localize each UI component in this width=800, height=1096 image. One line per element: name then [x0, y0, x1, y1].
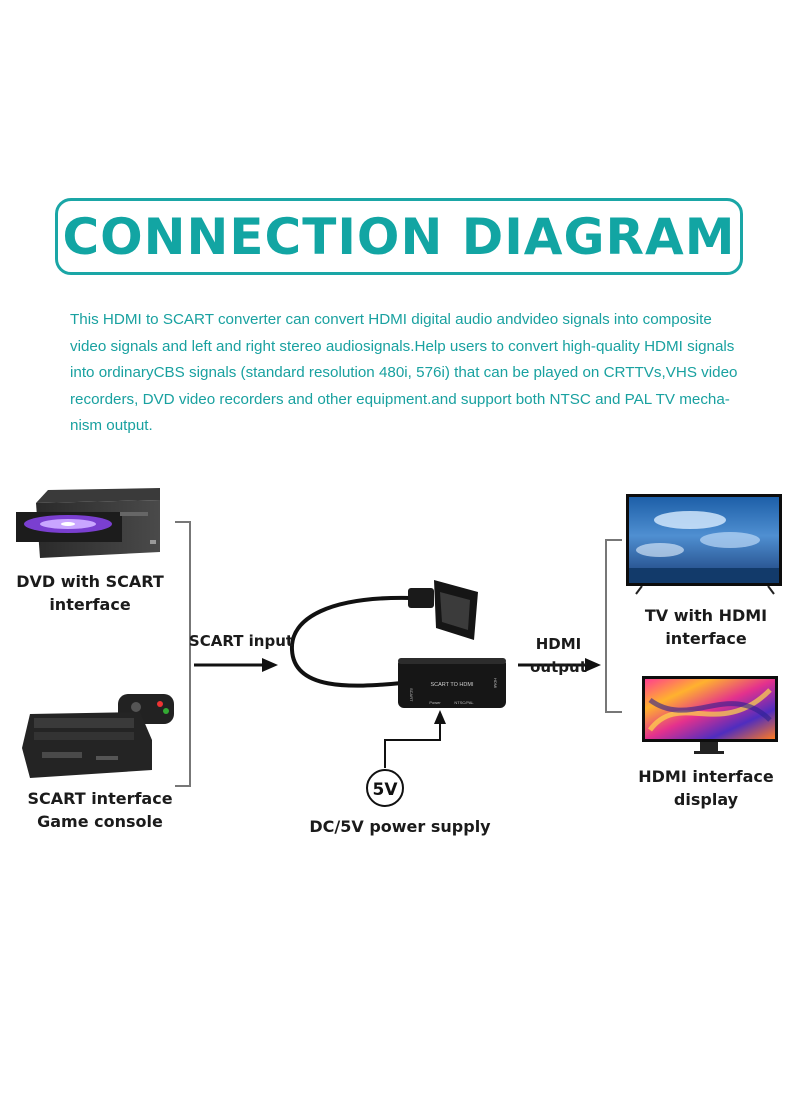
- dvd-label: DVD with SCART interface: [0, 570, 180, 616]
- power-connection-arrow: [384, 710, 446, 768]
- scart-cable: [289, 595, 413, 688]
- tv-label: TV with HDMI interface: [614, 604, 798, 650]
- console-label: SCART interface Game console: [0, 787, 200, 833]
- output-bracket: [605, 539, 622, 713]
- scart-input-label: SCART input: [188, 632, 294, 650]
- converter-right-port-marking: HDMI: [493, 678, 498, 688]
- converter-label: SCART TO HDMI: [431, 682, 474, 688]
- description-line: nism output.: [70, 417, 153, 434]
- power-badge-text: 5V: [373, 780, 399, 800]
- console-label-line: SCART interface: [27, 789, 173, 808]
- title-frame: CONNECTION DIAGRAM: [55, 198, 743, 275]
- description-line: recorders, DVD video recorders and other…: [70, 390, 730, 408]
- input-bracket: [175, 521, 191, 787]
- tv-label-line: interface: [665, 629, 747, 648]
- description-line: video signals and left and right stereo …: [70, 337, 735, 355]
- converter-switch-marking: NTSC/PAL: [454, 700, 474, 705]
- game-console-icon: [22, 694, 174, 778]
- monitor-icon: [642, 676, 778, 754]
- description-line: into ordinaryCBS signals (standard resol…: [70, 364, 738, 381]
- hdmi-output-label: HDMI output: [530, 635, 587, 676]
- hdmi-output-arrow: [518, 658, 601, 672]
- page-title: CONNECTION DIAGRAM: [62, 207, 736, 266]
- display-label-line: HDMI interface: [638, 767, 774, 786]
- description: This HDMI to SCART converter can convert…: [70, 307, 750, 440]
- scart-input-arrow: [194, 658, 278, 672]
- scart-plug-icon: [408, 580, 478, 640]
- power-badge: [366, 769, 404, 807]
- tv-label-line: TV with HDMI: [644, 606, 768, 625]
- display-label-line: display: [673, 790, 739, 809]
- dvd-label-line: DVD with SCART: [16, 572, 164, 591]
- power-caption: DC/5V power supply: [309, 817, 491, 836]
- tv-icon: [626, 494, 782, 595]
- dvd-player-icon: [16, 488, 160, 558]
- console-label-line: Game console: [37, 812, 163, 831]
- converter-power-marking: Power: [429, 700, 441, 705]
- converter-left-port-marking: SCART: [409, 688, 414, 702]
- display-label: HDMI interface display: [614, 765, 798, 811]
- description-line: This HDMI to SCART converter can convert…: [70, 311, 712, 328]
- dvd-label-line: interface: [49, 595, 131, 614]
- converter-box: [398, 658, 506, 708]
